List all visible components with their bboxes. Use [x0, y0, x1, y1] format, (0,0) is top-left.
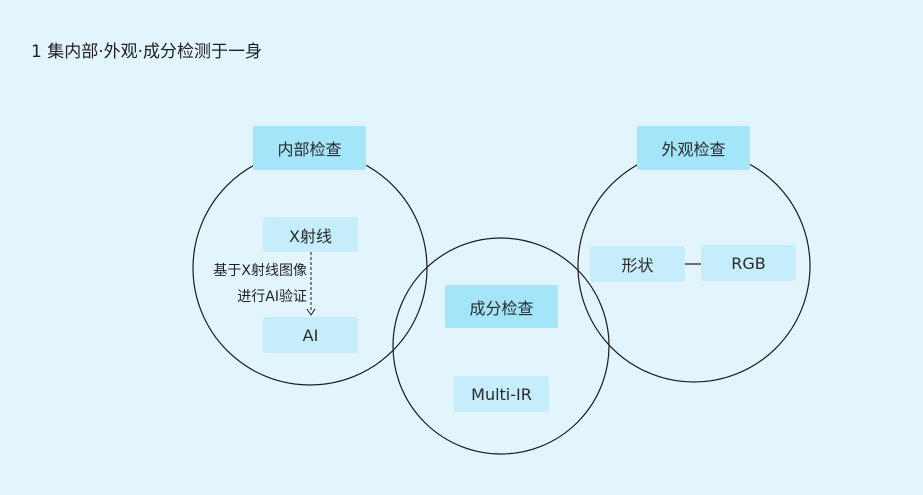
ai-box: AI: [263, 317, 358, 353]
internal-inspection-header: 内部检查: [253, 126, 366, 170]
annotation-line-1: 基于X射线图像: [213, 263, 307, 279]
appearance-inspection-header: 外观检查: [637, 126, 750, 170]
shape-box: 形状: [590, 246, 685, 282]
page-title: 1 集内部·外观·成分检测于一身: [31, 42, 263, 62]
annotation-line-2: 进行AI验证: [237, 289, 307, 305]
multi-ir-box: Multi-IR: [454, 376, 549, 412]
arrow-head-icon: [306, 308, 316, 316]
composition-inspection-header: 成分检查: [445, 285, 558, 328]
rgb-box: RGB: [701, 245, 796, 281]
xray-box: X射线: [263, 217, 358, 252]
composition-inspection-circle: [392, 237, 610, 455]
